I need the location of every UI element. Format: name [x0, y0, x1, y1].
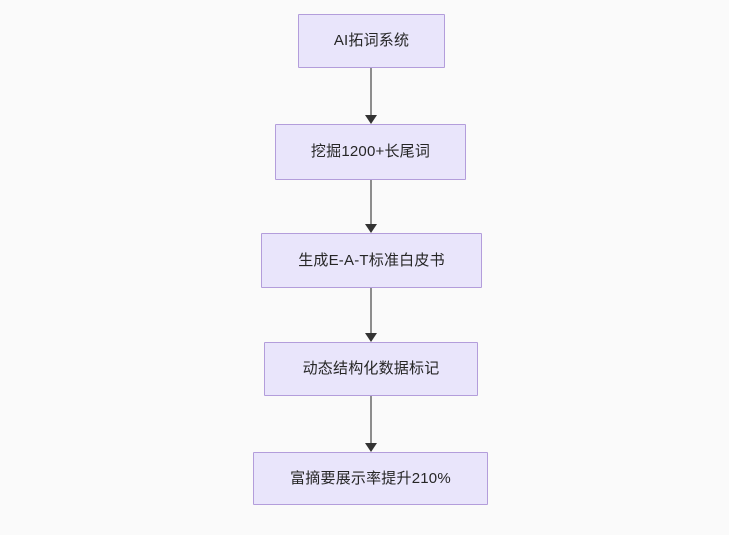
flow-node-generate-eat-whitepaper[interactable]: 生成E-A-T标准白皮书: [261, 233, 482, 288]
edge-arrowhead-icon: [365, 115, 377, 124]
flow-node-label: 生成E-A-T标准白皮书: [298, 251, 445, 269]
flow-node-label: AI拓词系统: [333, 32, 410, 49]
flow-edge-4: [364, 396, 378, 452]
edge-line: [370, 288, 372, 334]
edge-line: [370, 68, 372, 116]
flow-node-label: 富摘要展示率提升210%: [290, 469, 451, 487]
edge-arrowhead-icon: [365, 333, 377, 342]
flow-edge-1: [364, 68, 378, 124]
flow-node-ai-keyword-system[interactable]: AI拓词系统: [298, 14, 445, 68]
flow-edge-2: [364, 180, 378, 233]
edge-line: [370, 180, 372, 225]
edge-arrowhead-icon: [365, 443, 377, 452]
flow-node-rich-snippet-rate-increase[interactable]: 富摘要展示率提升210%: [253, 452, 488, 505]
flow-edge-3: [364, 288, 378, 342]
flow-node-label: 动态结构化数据标记: [302, 360, 440, 377]
flow-node-mine-longtail-keywords[interactable]: 挖掘1200+长尾词: [275, 124, 466, 180]
edge-line: [370, 396, 372, 444]
flow-node-dynamic-structured-data-markup[interactable]: 动态结构化数据标记: [264, 342, 478, 396]
flow-node-label: 挖掘1200+长尾词: [310, 143, 431, 160]
edge-arrowhead-icon: [365, 224, 377, 233]
